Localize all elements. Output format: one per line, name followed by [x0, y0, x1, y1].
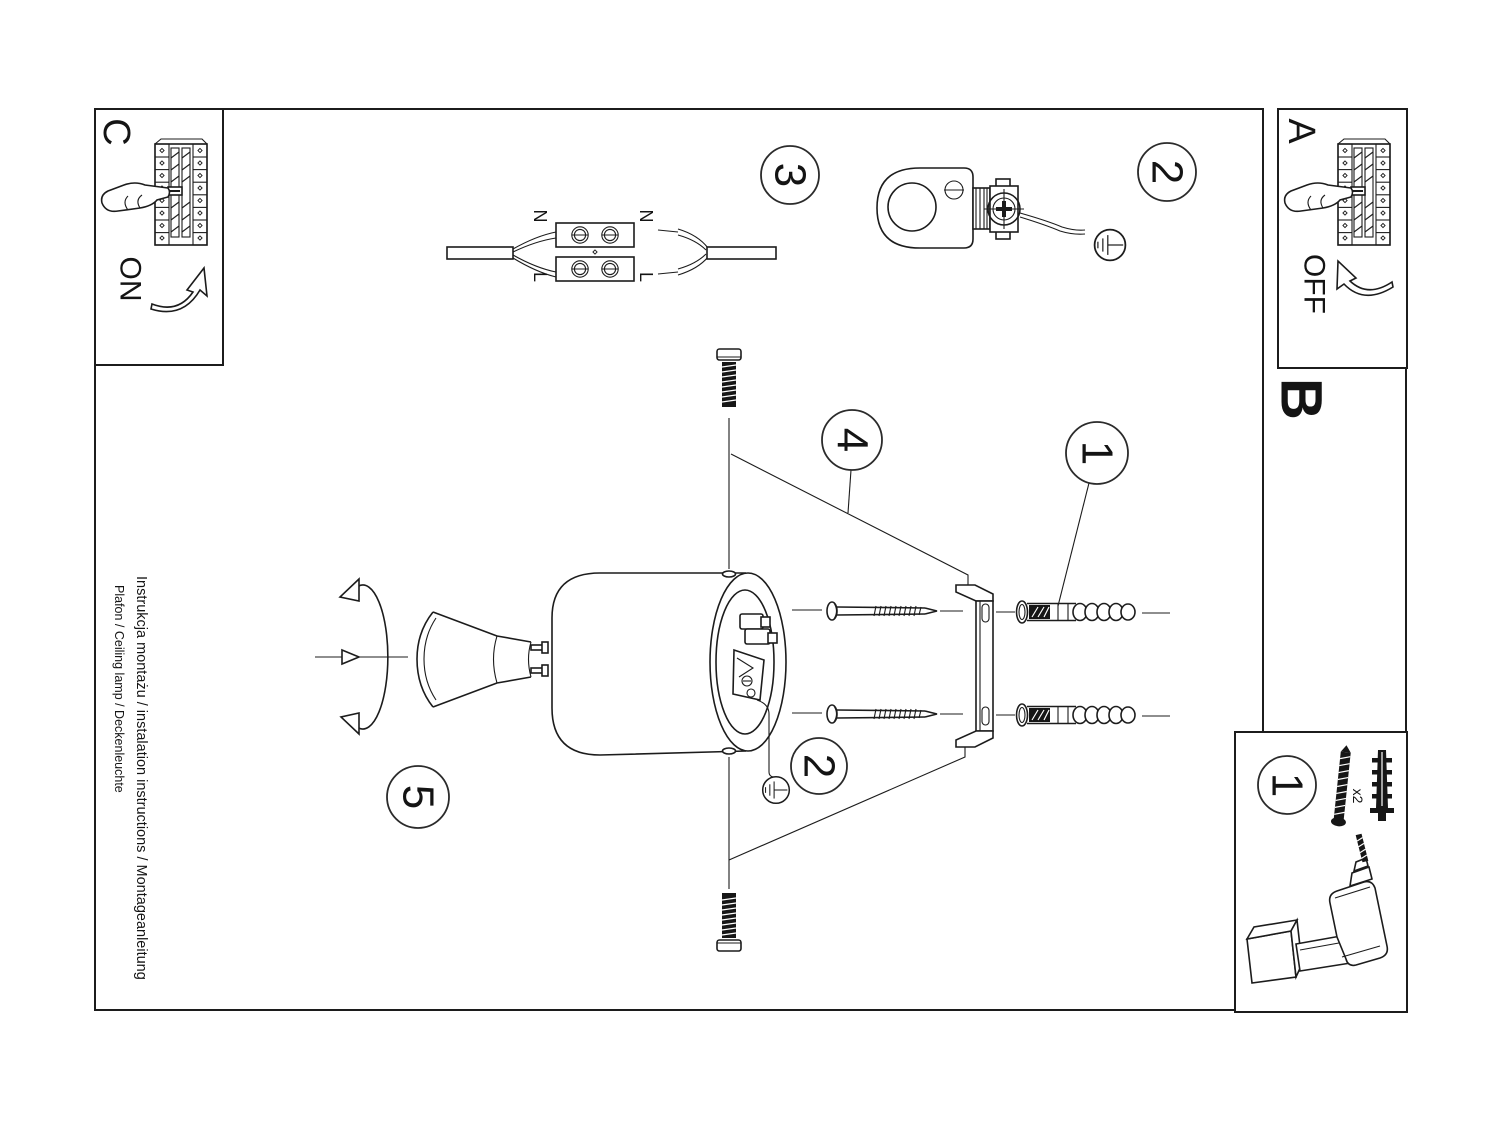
callout-2-number: 2	[1143, 160, 1192, 184]
gu10-bulb	[416, 611, 549, 708]
terminal-block-live	[555, 256, 635, 282]
main-border	[94, 108, 1264, 1011]
machine-screw-bottom-icon	[716, 892, 742, 952]
callout-3-number: 3	[766, 163, 815, 187]
screw-x2-icon	[1330, 745, 1351, 827]
earth-symbol-icon-2	[761, 775, 791, 805]
parts-callout-1-number: 1	[1263, 773, 1312, 797]
power-on-panel: C ON	[94, 108, 224, 366]
wall-plug-top-icon	[1015, 600, 1136, 624]
earth-wire	[756, 699, 774, 778]
lamp-cylinder	[551, 570, 787, 778]
live-label-right: L	[636, 272, 656, 282]
neutral-label-right: N	[636, 210, 656, 223]
power-off-panel: A OFF	[1277, 108, 1408, 369]
on-arrow-icon	[150, 265, 209, 313]
exploded-assembly	[315, 348, 1170, 952]
callout-2-number: 2	[795, 754, 844, 778]
step-callout-3: 3	[760, 145, 820, 205]
callout-5-number: 5	[394, 785, 443, 809]
mounting-bracket	[955, 584, 1015, 748]
leader-line-bottom	[728, 737, 966, 861]
on-label: ON	[114, 257, 147, 302]
live-label-left: L	[530, 272, 550, 282]
wall-plug-bottom-icon	[1015, 703, 1136, 727]
insert-arrow-icon	[341, 648, 362, 666]
drill-bit-icon	[1355, 833, 1369, 863]
wood-screw-bottom-icon	[826, 704, 938, 724]
bracket-slot-top	[981, 603, 990, 623]
leader-line-top	[730, 453, 969, 593]
section-a-letter: A	[1280, 118, 1322, 144]
page-frame	[94, 108, 1407, 1011]
neutral-label-left: N	[530, 210, 550, 223]
terminal-screw-icon	[600, 226, 620, 244]
step-callout-4: 4	[821, 409, 883, 471]
callout-4-leader	[847, 469, 852, 514]
socket-assembly	[732, 613, 778, 701]
parts-box: 1 x2	[1234, 731, 1408, 1013]
step-callout-1-top: 1	[1065, 421, 1129, 485]
earth-symbol-icon	[1093, 228, 1127, 262]
callout-1-number: 1	[1073, 441, 1122, 465]
step-callout-2-mid: 2	[790, 737, 848, 795]
machine-screw-top-icon	[716, 348, 742, 408]
quantity-label: x2	[1350, 789, 1366, 804]
step-callout-2-top: 2	[1137, 142, 1197, 202]
mounting-hole	[887, 182, 937, 232]
terminal-screw-icon	[600, 260, 620, 278]
lamp-holder-rear	[876, 167, 1127, 262]
anchor-x2-icon	[1370, 750, 1394, 821]
callout-4-number: 4	[828, 428, 877, 452]
parts-callout-1: 1	[1257, 755, 1317, 815]
margin-title-line1: Instrukcja montażu / instalation instruc…	[133, 576, 149, 980]
terminal-screw-icon	[570, 260, 590, 278]
margin-title-line2: Plafon / Ceiling lamp / Deckenleuchte	[112, 585, 126, 793]
bracket-slot-bottom	[981, 706, 990, 726]
section-c-letter: C	[95, 118, 137, 145]
rotate-arrow-icon	[315, 577, 408, 736]
margin-titles: Instrukcja montażu / instalation instruc…	[112, 576, 149, 980]
drill-icon	[1245, 833, 1389, 984]
off-arrow-icon	[1336, 259, 1394, 297]
terminal-block-neutral	[555, 222, 635, 248]
callout-1-leader	[1057, 482, 1090, 607]
section-b-letter: B	[1269, 378, 1334, 420]
wire-connector-diagram: N N L L	[446, 210, 777, 282]
off-label: OFF	[1298, 254, 1331, 314]
terminal-screw-icon	[570, 226, 590, 244]
step-callout-5: 5	[386, 765, 450, 829]
wood-screw-top-icon	[826, 601, 938, 621]
